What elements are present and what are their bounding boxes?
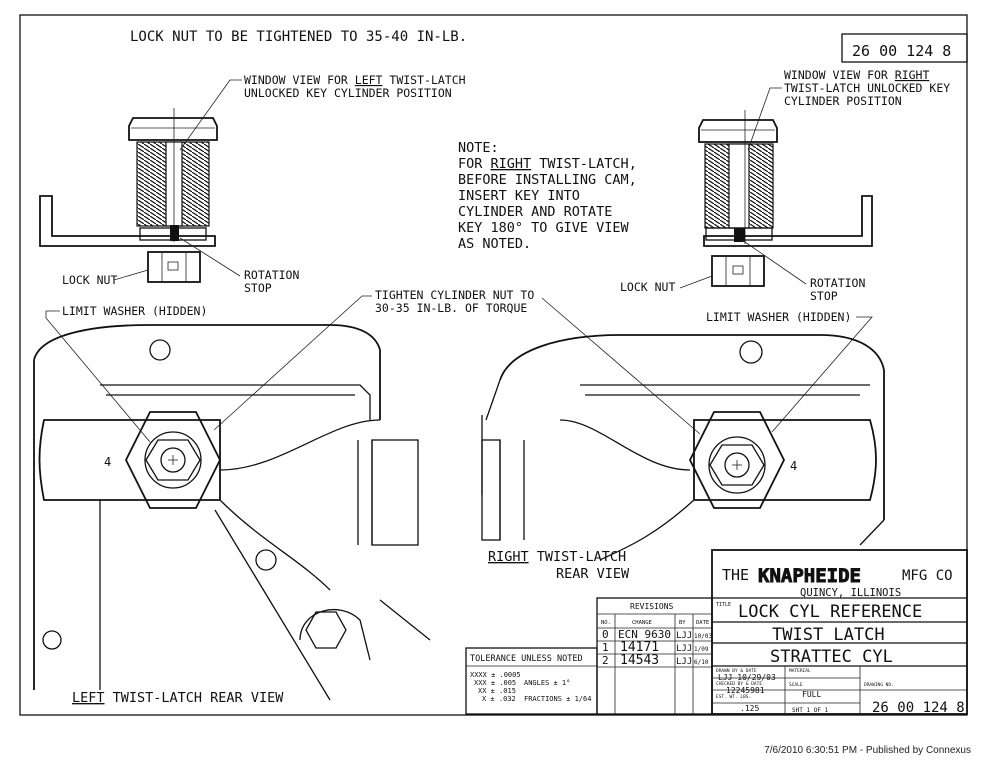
svg-text:LJJ: LJJ bbox=[676, 631, 692, 641]
svg-text:TOLERANCE UNLESS NOTED: TOLERANCE UNLESS NOTED bbox=[470, 654, 583, 664]
svg-text:NOTE:: NOTE: bbox=[458, 140, 499, 156]
svg-text:10/03: 10/03 bbox=[694, 633, 712, 640]
svg-text:CHECKED BY & DATE: CHECKED BY & DATE bbox=[716, 681, 762, 687]
right-window-view-label: WINDOW VIEW FOR RIGHT bbox=[784, 68, 929, 82]
svg-text:4: 4 bbox=[790, 459, 797, 473]
drawing-title: LOCK CYL REFERENCE bbox=[738, 602, 922, 622]
right-rotation-stop-label: ROTATION bbox=[810, 276, 865, 290]
svg-text:CHANGE: CHANGE bbox=[632, 620, 652, 626]
svg-text:LJJ 10/29/03: LJJ 10/29/03 bbox=[718, 673, 776, 682]
svg-text:DATE: DATE bbox=[696, 620, 709, 626]
revision-row-0: 0 ECN 9630 LJJ 10/03 bbox=[602, 628, 712, 641]
left-rotation-stop-label: ROTATION bbox=[244, 268, 299, 282]
left-rotation-stop-label-2: STOP bbox=[244, 281, 272, 295]
revision-row-2: 2 14543 LJJ 6/10 bbox=[602, 653, 709, 668]
lock-nut-torque-note: LOCK NUT TO BE TIGHTENED TO 35-40 IN-LB. bbox=[130, 29, 467, 45]
right-rear-view-label: RIGHT TWIST-LATCH bbox=[488, 549, 626, 565]
svg-text:AS NOTED.: AS NOTED. bbox=[458, 236, 531, 252]
title-block: THE KNAPHEIDE MFG CO QUINCY, ILLINOIS TI… bbox=[711, 549, 968, 716]
tighten-note-2: 30-35 IN-LB. OF TORQUE bbox=[375, 301, 527, 315]
svg-text:THE: THE bbox=[722, 566, 749, 584]
company-logo: KNAPHEIDE bbox=[758, 565, 861, 587]
right-window-view-label-2: TWIST-LATCH UNLOCKED KEY bbox=[784, 81, 950, 95]
tighten-note: TIGHTEN CYLINDER NUT TO bbox=[375, 288, 534, 302]
svg-text:1: 1 bbox=[602, 641, 609, 654]
svg-text:KEY 180° TO GIVE VIEW: KEY 180° TO GIVE VIEW bbox=[458, 220, 630, 236]
svg-text:ECN 9630: ECN 9630 bbox=[618, 628, 671, 641]
svg-text:FULL: FULL bbox=[802, 690, 821, 699]
right-window-view-label-3: CYLINDER POSITION bbox=[784, 94, 902, 108]
svg-text:BEFORE INSTALLING CAM,: BEFORE INSTALLING CAM, bbox=[458, 172, 637, 188]
svg-text:X ± .032: X ± .032 bbox=[482, 695, 516, 703]
left-limit-washer-label: LIMIT WASHER (HIDDEN) bbox=[62, 304, 207, 318]
right-lock-nut-label: LOCK NUT bbox=[620, 280, 675, 294]
svg-text:EST. WT. LBS.: EST. WT. LBS. bbox=[716, 694, 751, 700]
right-cylinder-detail bbox=[698, 110, 873, 287]
svg-text:STRATTEC CYL: STRATTEC CYL bbox=[770, 647, 893, 667]
svg-text:LJJ: LJJ bbox=[676, 657, 692, 667]
svg-text:LJJ: LJJ bbox=[676, 644, 692, 654]
svg-text:SCALE: SCALE bbox=[789, 682, 803, 688]
drawing-number: 26 00 124 8 bbox=[872, 700, 965, 716]
svg-text:INSERT KEY INTO: INSERT KEY INTO bbox=[458, 188, 580, 204]
svg-text:DRAWING NO.: DRAWING NO. bbox=[864, 682, 894, 688]
svg-text:.125: .125 bbox=[740, 704, 759, 713]
revision-row-1: 1 14171 LJJ 1/09 bbox=[602, 640, 709, 655]
publish-timestamp: 7/6/2010 6:30:51 PM - Published by Conne… bbox=[764, 745, 971, 756]
svg-text:QUINCY, ILLINOIS: QUINCY, ILLINOIS bbox=[800, 587, 901, 599]
tolerance-block: TOLERANCE UNLESS NOTED XXXX ± .0005 XXX … bbox=[465, 647, 598, 715]
right-limit-washer-label: LIMIT WASHER (HIDDEN) bbox=[706, 310, 851, 324]
revisions-table: REVISIONS NO. CHANGE BY DATE 0 ECN 9630 … bbox=[596, 597, 713, 715]
svg-text:MFG CO: MFG CO bbox=[902, 568, 953, 584]
svg-text:CYLINDER AND ROTATE: CYLINDER AND ROTATE bbox=[458, 204, 612, 220]
svg-text:FOR RIGHT TWIST-LATCH,: FOR RIGHT TWIST-LATCH, bbox=[458, 156, 637, 172]
drawing-number-top: 26 00 124 8 bbox=[852, 42, 951, 60]
svg-text:MATERIAL: MATERIAL bbox=[789, 668, 811, 674]
svg-text:1/09: 1/09 bbox=[694, 646, 709, 653]
drawing-number-box bbox=[841, 33, 968, 63]
svg-text:NO.: NO. bbox=[601, 620, 611, 626]
svg-text:0: 0 bbox=[602, 628, 609, 641]
svg-text:12245981: 12245981 bbox=[726, 686, 765, 695]
svg-text:ANGLES ± 1°: ANGLES ± 1° bbox=[524, 679, 570, 687]
svg-text:BY: BY bbox=[679, 620, 686, 626]
svg-text:TWIST LATCH: TWIST LATCH bbox=[772, 625, 885, 645]
svg-text:DRAWN BY & DATE: DRAWN BY & DATE bbox=[716, 668, 757, 674]
svg-text:FRACTIONS ± 1/64: FRACTIONS ± 1/64 bbox=[524, 695, 591, 703]
svg-text:2: 2 bbox=[602, 654, 609, 667]
svg-text:XX ± .015: XX ± .015 bbox=[478, 687, 516, 695]
svg-text:14171: 14171 bbox=[620, 640, 659, 655]
svg-text:14543: 14543 bbox=[620, 653, 659, 668]
right-rear-view-label-2: REAR VIEW bbox=[556, 566, 630, 582]
svg-text:XXX ± .005: XXX ± .005 bbox=[474, 679, 516, 687]
left-cylinder-detail bbox=[39, 108, 218, 283]
svg-text:4: 4 bbox=[104, 455, 111, 469]
left-window-view-label-2: UNLOCKED KEY CYLINDER POSITION bbox=[244, 86, 452, 100]
left-lock-nut-label: LOCK NUT bbox=[62, 273, 117, 287]
left-rear-view-label: LEFT TWIST-LATCH REAR VIEW bbox=[72, 690, 284, 706]
svg-text:6/10: 6/10 bbox=[694, 659, 709, 666]
left-window-view-label: WINDOW VIEW FOR LEFT TWIST-LATCH bbox=[244, 73, 466, 87]
drawing-border bbox=[19, 14, 968, 716]
left-rear-view: 4 bbox=[33, 324, 431, 701]
right-rear-view: 4 bbox=[481, 334, 885, 561]
installation-note: NOTE: FOR RIGHT TWIST-LATCH, BEFORE INST… bbox=[458, 140, 637, 252]
right-rotation-stop-label-2: STOP bbox=[810, 289, 838, 303]
revisions-title: REVISIONS bbox=[630, 602, 674, 611]
svg-text:TITLE: TITLE bbox=[716, 602, 731, 608]
svg-text:SHT 1 OF 1: SHT 1 OF 1 bbox=[792, 707, 829, 714]
svg-text:XXXX ± .0005: XXXX ± .0005 bbox=[470, 671, 521, 679]
